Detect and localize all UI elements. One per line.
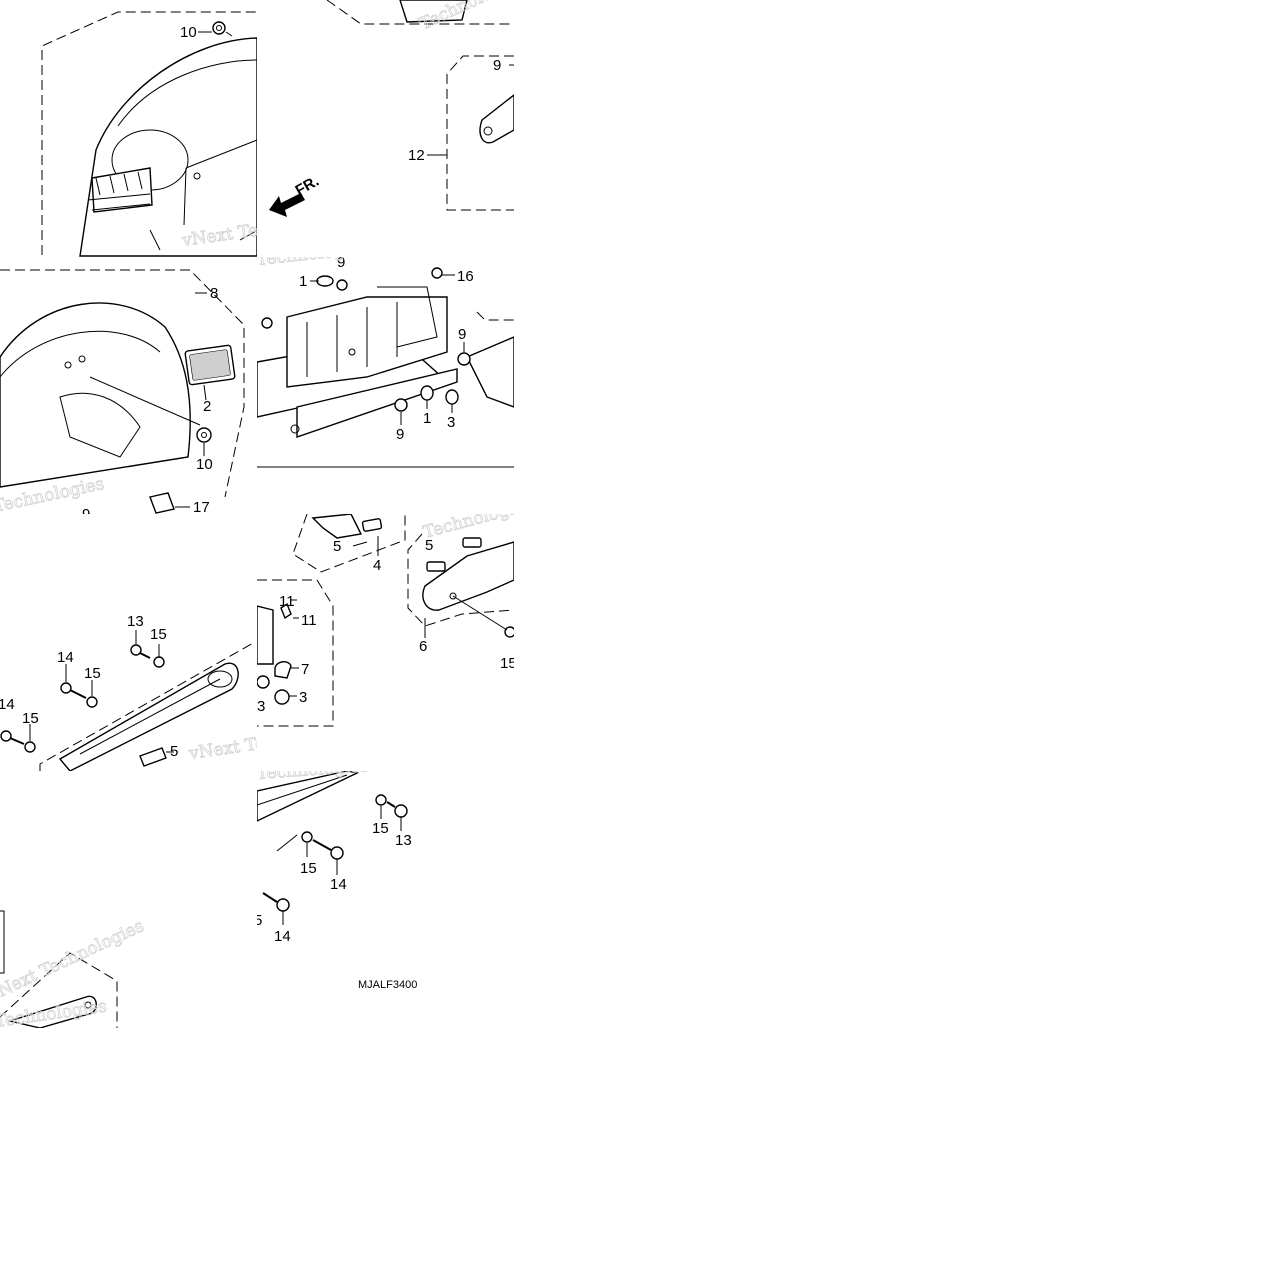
- callout-5: 5: [170, 743, 178, 760]
- grab-rail-bracket-drawing: 9 12 FR. Technologies: [269, 0, 514, 217]
- front-arrow-icon: [269, 193, 305, 217]
- callout-15d: 15: [500, 655, 514, 672]
- tile-lower-bolts: 15 13 15 14 14 5 MJALF3400 Technologies: [257, 771, 514, 1028]
- side-cover-bolts-drawing: 13 15 14 15 14 15 5 vNext Technologies: [0, 613, 257, 771]
- callout-10b: 10: [196, 456, 213, 473]
- rear-fender-upper-drawing: 10 vNext Technologies: [41, 11, 257, 257]
- watermark-text-7: vNext Technologies: [0, 916, 147, 1006]
- tile-fender-frame: 1 9 16 9 9 1 3 Technologies: [257, 257, 514, 514]
- callout-5c: 5: [425, 537, 433, 554]
- callout-10: 10: [180, 24, 197, 41]
- callout-13b: 13: [395, 832, 412, 849]
- tile-grab-rail-bracket: 9 12 FR. Technologies: [257, 0, 514, 257]
- callout-4: 4: [373, 557, 381, 574]
- lower-bolts-drawing: 15 13 15 14 14 5 MJALF3400 Technologies: [257, 771, 417, 991]
- fender-frame-drawing: 1 9 16 9 9 1 3 Technologies: [257, 257, 514, 468]
- callout-11b: 11: [301, 612, 317, 629]
- callout-2: 2: [203, 398, 211, 415]
- tile-rear-fender-reflector: 8 2 10 17 9 Technologies: [0, 257, 257, 514]
- tile-rear-fender-upper: 10 vNext Technologies: [0, 0, 257, 257]
- callout-8: 8: [210, 285, 218, 302]
- callout-9d: 9: [458, 326, 466, 343]
- callout-3b: 3: [257, 698, 265, 715]
- callout-5b: 5: [333, 538, 341, 555]
- watermark-text-4: Technologies: [257, 257, 369, 270]
- callout-1: 1: [299, 273, 307, 290]
- callout-5d: 5: [257, 912, 262, 929]
- callout-15c: 15: [22, 710, 39, 727]
- callout-3c: 3: [299, 689, 307, 706]
- callout-15: 15: [150, 626, 167, 643]
- lower-left-fragment-drawing: vNext Technologies Technologies: [0, 910, 148, 1028]
- callout-14d: 14: [274, 928, 291, 945]
- callout-15e: 15: [372, 820, 389, 837]
- callout-7: 7: [301, 661, 309, 678]
- tile-trims-clips: 5 4 5 6 15 11 11 7 3 3 Technologies: [257, 514, 514, 771]
- callout-17: 17: [193, 499, 210, 514]
- tile-lower-left-fragment: vNext Technologies Technologies: [0, 771, 257, 1028]
- tile-side-cover-bolts: 13 15 14 15 14 15 5 vNext Technologies: [0, 514, 257, 771]
- trims-clips-drawing: 5 4 5 6 15 11 11 7 3 3 Technologies: [257, 514, 514, 727]
- callout-9: 9: [493, 57, 501, 74]
- callout-14b: 14: [0, 696, 15, 713]
- diagram-code: MJALF3400: [358, 979, 417, 991]
- callout-9c: 9: [337, 257, 345, 271]
- callout-1b: 1: [423, 410, 431, 427]
- callout-16: 16: [457, 268, 474, 285]
- rear-fender-reflector-drawing: 8 2 10 17 9 Technologies: [0, 269, 245, 514]
- callout-11: 11: [279, 593, 295, 610]
- callout-15f: 15: [300, 860, 317, 877]
- watermark-text-7b: Technologies: [0, 996, 108, 1028]
- callout-15b: 15: [84, 665, 101, 682]
- callout-3: 3: [447, 414, 455, 431]
- callout-14: 14: [57, 649, 74, 666]
- callout-9e: 9: [396, 426, 404, 443]
- callout-12: 12: [408, 147, 425, 164]
- callout-14c: 14: [330, 876, 347, 893]
- watermark-text-5: vNext Technologies: [187, 721, 257, 764]
- callout-13: 13: [127, 613, 144, 630]
- callout-6: 6: [419, 638, 427, 655]
- callout-9b: 9: [82, 506, 90, 514]
